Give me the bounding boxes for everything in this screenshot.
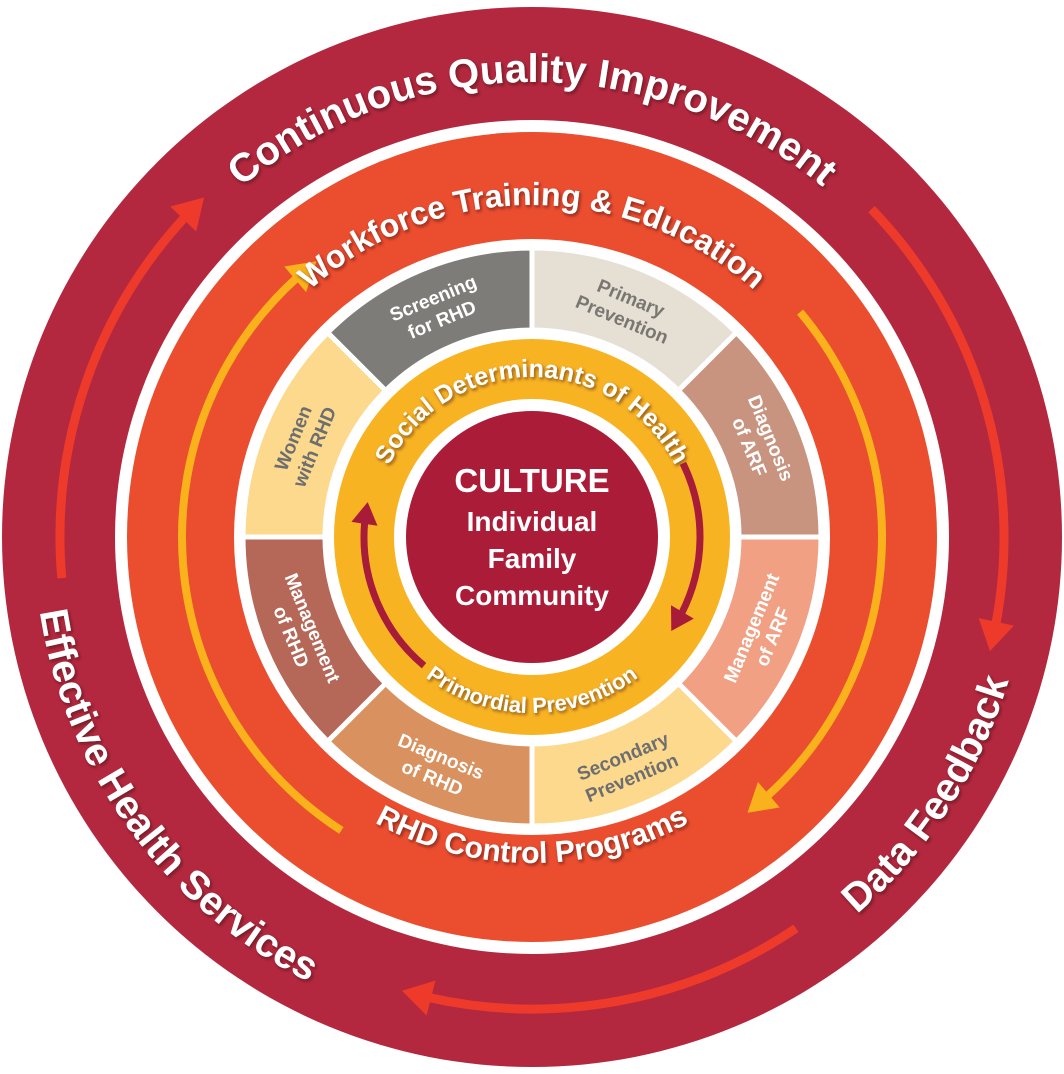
center-line-individual: Individual — [467, 506, 598, 537]
outer-arrow-left-shaft — [55, 213, 189, 579]
outer-arrow-right — [868, 205, 1014, 652]
outer-arrowhead-icon-bottom — [401, 980, 436, 1016]
orange-arrowhead-icon-right — [747, 781, 780, 813]
outer-arrow-right-shaft — [868, 205, 1009, 626]
outer-arrow-left — [55, 197, 205, 579]
inner-arrow-right — [671, 461, 704, 631]
outer-arrowhead-icon-left — [170, 197, 205, 232]
segment-women-with-rhd — [240, 329, 390, 540]
center-circle — [406, 411, 658, 663]
inner-arrowhead-icon-right — [671, 605, 694, 631]
inner-arrowhead-icon-left — [351, 502, 378, 526]
center-line-family: Family — [488, 543, 577, 574]
orange-arrow-right-shaft — [764, 309, 886, 800]
orange-arrow-left — [178, 261, 344, 834]
inner-arrow-left-shaft — [360, 521, 427, 669]
outer-arrow-bottom-shaft — [427, 924, 799, 1014]
outer-arrowhead-icon-right — [978, 618, 1014, 652]
orange-arrow-left-shaft — [178, 274, 344, 834]
segment-ring — [240, 245, 824, 829]
orange-arrow-right — [747, 309, 886, 813]
cycle-arrows — [55, 197, 1014, 1016]
inner-arrow-right-shaft — [678, 461, 704, 616]
inner-arrow-left — [351, 502, 427, 669]
center-title: CULTURE — [454, 462, 609, 499]
orange-arrowhead-icon-left — [284, 261, 317, 293]
center-line-community: Community — [455, 580, 609, 611]
outer-arrow-bottom — [401, 924, 799, 1016]
